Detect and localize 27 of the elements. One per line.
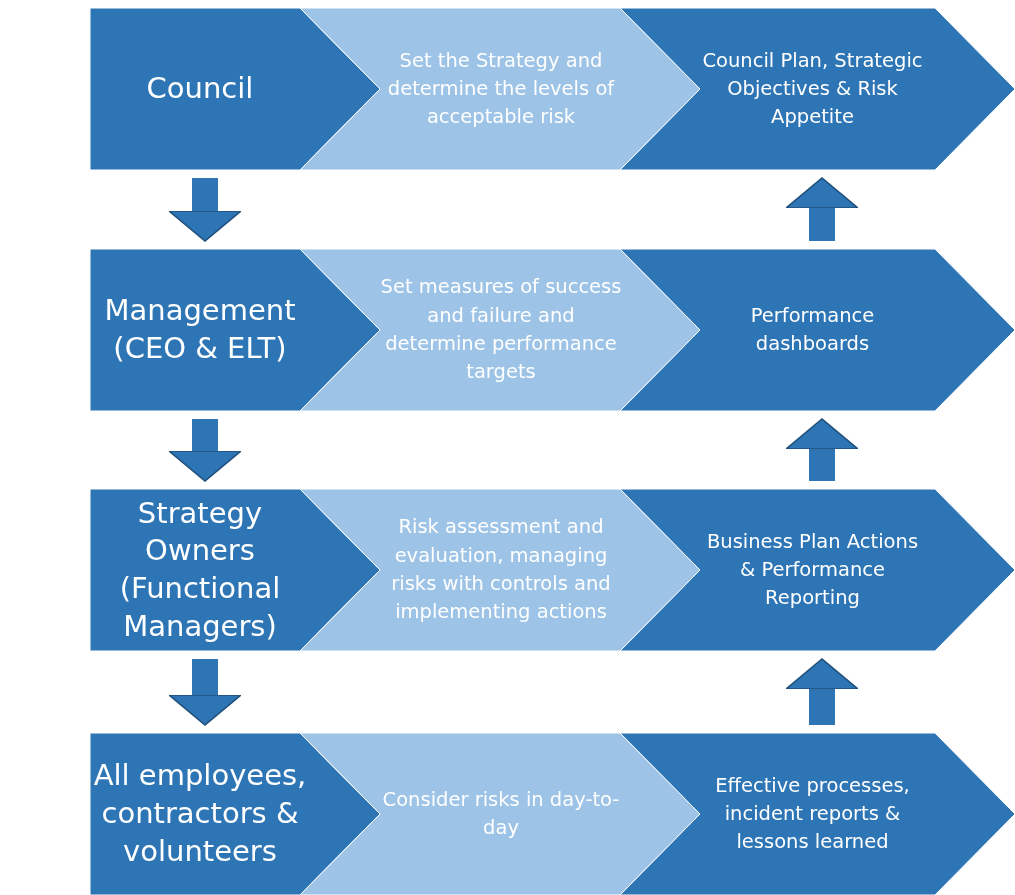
- chevron-label: Council: [146, 70, 254, 108]
- chevron-shape: [620, 733, 1015, 895]
- chevron-label: Management (CEO & ELT): [103, 292, 297, 367]
- chevron-label: All employees, contractors & volunteers: [92, 757, 308, 870]
- block-arrow: [785, 177, 859, 241]
- block-arrow: [168, 178, 242, 242]
- block-arrow: [785, 418, 859, 481]
- chevron-shape: [620, 8, 1015, 170]
- block-arrow: [785, 658, 859, 725]
- chevron-shape: [300, 249, 700, 411]
- chevron-label: Performance dashboards: [749, 302, 876, 357]
- chevron-shape: [620, 249, 1015, 411]
- chevron-label: Council Plan, Strategic Objectives & Risk Appetite: [701, 47, 924, 131]
- chevron-label: Effective processes, incident reports & lessons learned: [714, 772, 911, 856]
- chevron-label: Risk assessment and evaluation, managing risks with controls and implementing actions: [390, 514, 612, 626]
- chevron-label: Set the Strategy and determine the levels of acceptable risk: [386, 47, 616, 131]
- chevron-label: Set measures of success and failure and determine performance targets: [380, 274, 622, 386]
- chevron-shape: [90, 249, 380, 411]
- chevron-label: Strategy Owners (Functional Managers): [118, 494, 282, 645]
- chevron-label: Consider risks in day-to-day: [381, 786, 621, 841]
- chevron-shape: [620, 489, 1015, 651]
- block-arrow: [168, 419, 242, 482]
- chevron-shape: [300, 8, 700, 170]
- chevron-label: Business Plan Actions & Performance Reporting: [705, 528, 920, 612]
- block-arrow: [168, 659, 242, 726]
- chevron-shape: [300, 489, 700, 651]
- chevron-shape: [90, 8, 380, 170]
